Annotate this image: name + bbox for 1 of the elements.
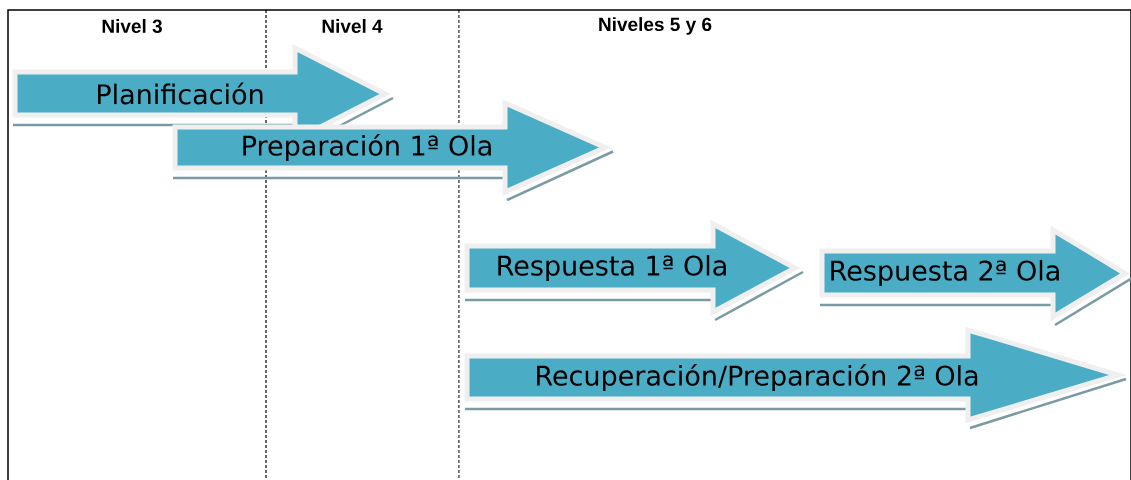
column-heading: Niveles 5 y 6	[599, 17, 712, 35]
